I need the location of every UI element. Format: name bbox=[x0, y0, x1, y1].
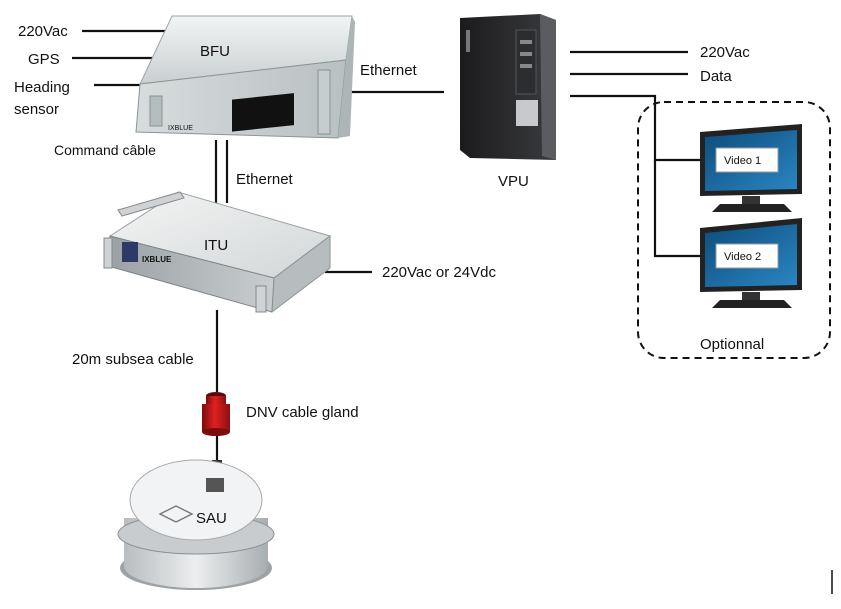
sau-unit: SAU bbox=[117, 459, 275, 590]
optional-box bbox=[637, 101, 831, 359]
vpu-tower bbox=[460, 14, 556, 160]
bfu-input-gps: GPS bbox=[28, 51, 60, 68]
gland-label: DNV cable gland bbox=[246, 404, 359, 421]
command-cable-label: Command câble bbox=[54, 142, 156, 158]
bfu-unit: IXBLUE BFU bbox=[135, 15, 355, 139]
itu-brand: IXBLUE bbox=[142, 255, 172, 264]
bfu-input-heading: Heading bbox=[14, 79, 70, 96]
bfu-input-sensor: sensor bbox=[14, 101, 59, 118]
monitor-1-label: Video 1 bbox=[724, 155, 761, 167]
bfu-title: BFU bbox=[200, 43, 230, 60]
monitor-1: Video 1 bbox=[700, 124, 802, 212]
optional-label: Optionnal bbox=[700, 336, 764, 353]
vpu-title: VPU bbox=[498, 173, 529, 190]
wire-vpu-video bbox=[570, 94, 700, 162]
itu-title: ITU bbox=[204, 237, 228, 254]
itu-unit: IXBLUE ITU bbox=[103, 191, 332, 314]
wires bbox=[72, 29, 700, 480]
bfu-input-220vac: 220Vac bbox=[18, 23, 68, 40]
monitor-2: Video 2 bbox=[700, 218, 802, 308]
monitor-2-label: Video 2 bbox=[724, 251, 761, 263]
sau-title: SAU bbox=[196, 510, 227, 527]
bfu-vpu-ethernet-label: Ethernet bbox=[360, 62, 418, 79]
wire-video-2 bbox=[653, 160, 700, 258]
bfu-brand: IXBLUE bbox=[168, 125, 193, 132]
itu-power-label: 220Vac or 24Vdc bbox=[382, 264, 496, 281]
subsea-cable-label: 20m subsea cable bbox=[72, 351, 194, 368]
bfu-itu-ethernet-label: Ethernet bbox=[236, 171, 294, 188]
vpu-output-220vac: 220Vac bbox=[700, 44, 750, 61]
vpu-output-data: Data bbox=[700, 68, 732, 85]
